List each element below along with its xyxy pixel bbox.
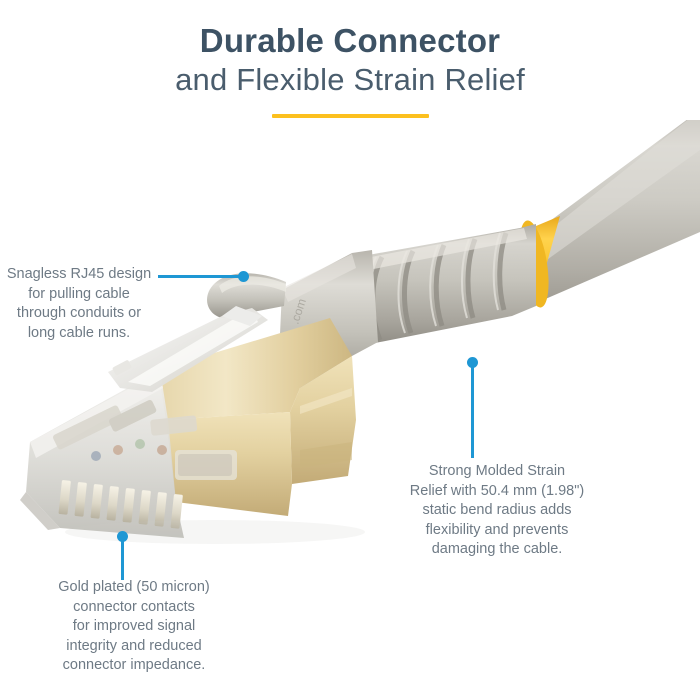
product-image: .com <box>0 120 700 550</box>
leader-line-snagless <box>158 275 246 278</box>
leader-line-gold-contacts <box>121 538 124 580</box>
title-line-secondary: and Flexible Strain Relief <box>175 62 525 98</box>
page-title: Durable Connector and Flexible Strain Re… <box>0 22 700 119</box>
connector-housing <box>20 370 237 538</box>
leader-dot-gold-contacts <box>117 531 128 542</box>
leader-dot-snagless <box>238 271 249 282</box>
cable-jacket <box>508 120 700 310</box>
callout-snagless-design: Snagless RJ45 design for pulling cable t… <box>6 266 152 341</box>
callout-strain-relief: Strong Molded Strain Relief with 50.4 mm… <box>409 463 585 557</box>
gold-contact-pins <box>58 480 183 529</box>
internal-conductors <box>53 399 237 480</box>
connector-latch <box>108 306 268 392</box>
title-line-primary: Durable Connector <box>199 22 501 59</box>
leader-line-strain-relief <box>471 366 474 458</box>
leader-dot-strain-relief <box>467 357 478 368</box>
title-accent-rule <box>271 114 429 119</box>
callout-gold-plated-contacts: Gold plated (50 micron) connector contac… <box>58 579 210 673</box>
